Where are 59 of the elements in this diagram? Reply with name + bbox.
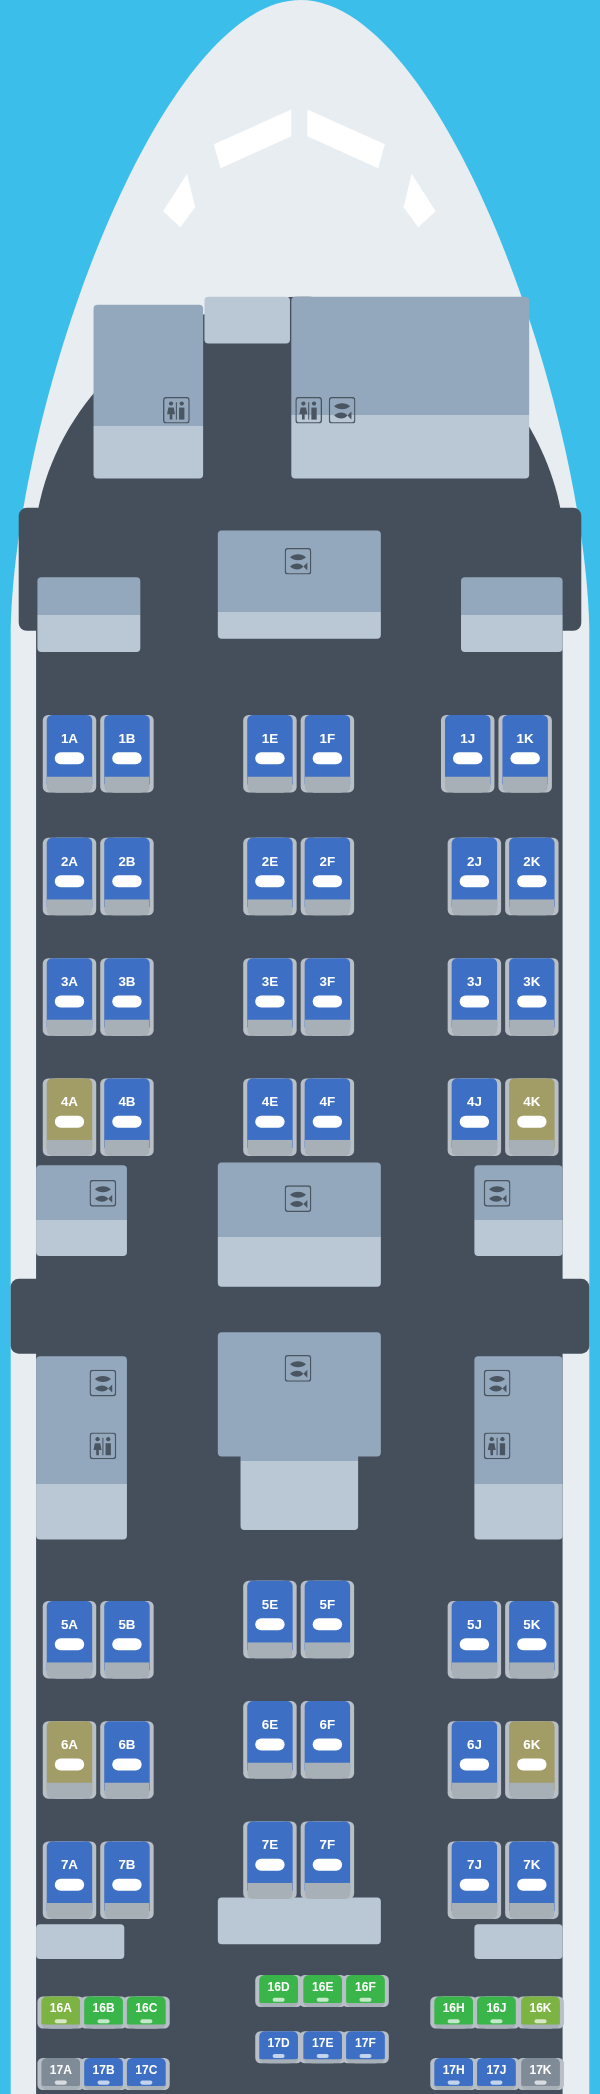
seat: 16C — [126, 1996, 166, 2029]
seat: 1K — [502, 714, 548, 793]
seat: 1B — [104, 714, 150, 793]
seat: 3E — [247, 958, 293, 1036]
seat: 3B — [104, 958, 150, 1036]
seat: 16J — [477, 1996, 516, 2029]
seat: 1A — [46, 714, 93, 793]
seat: 17A — [41, 2057, 81, 2090]
seat: 7J — [451, 1841, 498, 1919]
seat: 3J — [451, 958, 498, 1036]
seat: 16F — [346, 1975, 385, 2008]
seat: 5F — [304, 1580, 351, 1659]
seat: 7E — [247, 1821, 293, 1899]
seat: 17C — [126, 2057, 166, 2090]
seat: 17E — [303, 2031, 343, 2064]
seat: 1E — [247, 714, 293, 793]
seat: 4A — [46, 1078, 93, 1156]
seat: 17J — [477, 2057, 516, 2090]
seat: 2A — [46, 837, 93, 916]
seat: 3A — [46, 958, 93, 1036]
seat: 4E — [247, 1078, 293, 1156]
seat: 3F — [304, 958, 351, 1036]
seat: 17F — [346, 2031, 385, 2064]
seat: 2F — [304, 837, 351, 916]
seat: 5J — [451, 1600, 498, 1679]
seat: 4J — [451, 1078, 498, 1156]
seat: 17D — [259, 2031, 298, 2064]
seat: 6E — [247, 1701, 293, 1779]
seat: 7K — [509, 1841, 555, 1919]
seat: 6F — [304, 1701, 351, 1779]
seat: 4B — [104, 1078, 150, 1156]
seat: 1F — [304, 714, 351, 793]
seat: 5K — [509, 1600, 555, 1679]
seat: 4F — [304, 1078, 351, 1156]
seat: 3K — [509, 958, 555, 1036]
seat: 7F — [304, 1821, 351, 1899]
seat: 16K — [521, 1996, 560, 2029]
seat: 17K — [521, 2057, 560, 2090]
seat: 2B — [104, 837, 150, 916]
seat: 16B — [84, 1996, 123, 2029]
seat: 6B — [104, 1721, 150, 1799]
seat: 6J — [451, 1721, 498, 1799]
seat: 16E — [303, 1975, 343, 2008]
seat: 2J — [451, 837, 498, 916]
seat: 2K — [509, 837, 555, 916]
seat: 5E — [247, 1580, 293, 1659]
seat: 4K — [509, 1078, 555, 1156]
seat: 17B — [84, 2057, 123, 2090]
seat: 7B — [104, 1841, 150, 1919]
seat: 7A — [46, 1841, 93, 1919]
seat: 17H — [434, 2057, 474, 2090]
seat: 16D — [259, 1975, 298, 2008]
seat: 16A — [41, 1996, 81, 2029]
seat: 6A — [46, 1721, 93, 1799]
seat: 6K — [509, 1721, 555, 1799]
seat: 2E — [247, 837, 293, 916]
seat: 16H — [434, 1996, 474, 2029]
seat: 5A — [46, 1600, 93, 1679]
seat: 5B — [104, 1600, 150, 1679]
